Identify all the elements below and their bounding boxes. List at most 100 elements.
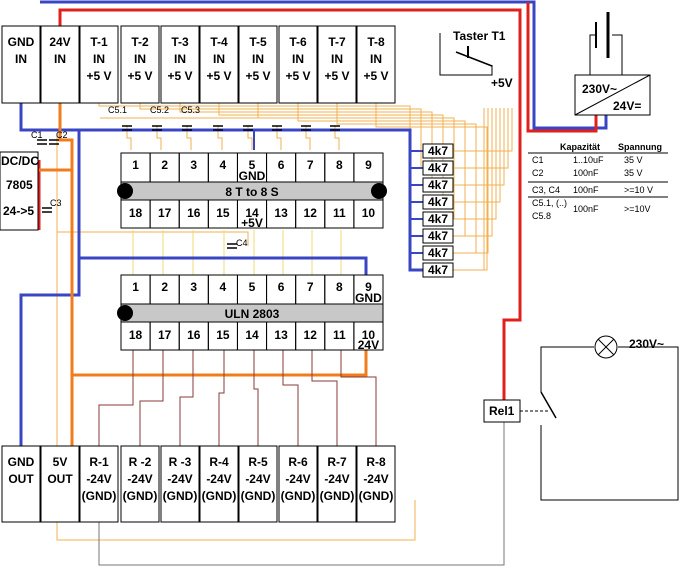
chip-pin-number: 12 — [304, 206, 318, 220]
terminal-label: (GND) — [359, 489, 394, 503]
terminal-label: (GND) — [82, 489, 117, 503]
terminal-label: +5 V — [245, 69, 270, 83]
terminal-label: T-8 — [367, 35, 385, 49]
terminal-label: +5 V — [206, 69, 231, 83]
terminal-label: R-5 — [248, 455, 268, 469]
chip-pin-number: 11 — [333, 328, 346, 342]
resistor-value: 4k7 — [428, 178, 448, 192]
output-wire — [282, 330, 299, 450]
output-wire — [311, 330, 338, 450]
terminal-label: -24V — [167, 472, 192, 486]
terminal-label: IN — [134, 52, 146, 66]
terminal-label: +5 V — [324, 69, 349, 83]
chip-pin-cell — [353, 152, 384, 183]
terminal-label: (GND) — [241, 489, 276, 503]
output-wire — [218, 330, 225, 450]
gnd-bus-wire — [19, 258, 81, 450]
chip-pin-number: 5 — [249, 280, 256, 294]
chip-pin-number: 16 — [187, 206, 201, 220]
chip-name: ULN 2803 — [225, 307, 280, 321]
psu-out-label: 24V= — [613, 99, 641, 113]
terminal-label: 5V — [53, 455, 68, 469]
terminal-label: T-5 — [249, 35, 267, 49]
terminal-label: R-4 — [209, 455, 229, 469]
resistor — [422, 160, 454, 176]
chip-pin-number: 3 — [190, 280, 197, 294]
chip-pin-number: 17 — [158, 328, 172, 342]
terminal-block — [40, 25, 80, 104]
terminal-label: T-7 — [328, 35, 346, 49]
resistor-pullup-wire — [451, 108, 505, 186]
resistor-value: 4k7 — [428, 144, 448, 158]
supply-5v-wire — [58, 103, 74, 230]
terminal-label: IN — [370, 52, 382, 66]
terminal-label: T-2 — [131, 35, 149, 49]
terminal-block — [120, 445, 160, 523]
terminal-label: (GND) — [163, 489, 198, 503]
terminal-block — [1, 445, 41, 523]
terminal-label: -24V — [245, 472, 270, 486]
terminal-block — [160, 445, 200, 523]
chip-pin-number: 14 — [245, 206, 259, 220]
mains-wire — [589, 34, 596, 75]
terminal-label: R-6 — [288, 455, 308, 469]
wires-layer — [19, 0, 679, 566]
output-wire — [98, 330, 134, 450]
chip-pin-sublabel: 24V — [358, 338, 379, 352]
lamp-voltage-label: 230V~ — [629, 337, 664, 351]
cap-table-row-kap: 100nF — [573, 204, 599, 214]
chip-pin-number: 16 — [187, 328, 201, 342]
terminal-block — [199, 445, 239, 523]
terminal-block — [120, 25, 160, 104]
dcdc-ratio: 24->5 — [3, 204, 34, 218]
terminal-label: +5 V — [363, 69, 388, 83]
terminal-label: (GND) — [281, 489, 316, 503]
terminal-label: OUT — [8, 472, 34, 486]
terminal-label: T-6 — [289, 35, 307, 49]
plus5v-label: +5V — [491, 76, 513, 90]
terminal-label: IN — [252, 52, 264, 66]
resistor — [422, 194, 454, 210]
dcdc-module — [0, 151, 39, 231]
resistor — [422, 245, 454, 261]
cap-table-row-name: C5.1, (..) — [532, 198, 567, 208]
chip-pin-sublabel: GND — [239, 169, 266, 183]
terminal-label: IN — [174, 52, 186, 66]
cap-c1-label: C1 — [31, 130, 43, 140]
terminal-label: -24V — [324, 472, 349, 486]
terminal-block — [278, 445, 318, 523]
chip-pin-number: 1 — [132, 158, 139, 172]
terminal-label: +5 V — [86, 69, 111, 83]
terminal-label: R-8 — [366, 455, 386, 469]
chip-pin-number: 15 — [216, 328, 230, 342]
taster-wire — [439, 33, 493, 76]
resistor — [422, 143, 454, 159]
terminal-block — [160, 25, 200, 104]
resistor — [422, 177, 454, 193]
psu-divider — [574, 74, 651, 116]
cap-table-row-sp: 35 V — [624, 155, 643, 165]
terminal-label: GND — [8, 35, 35, 49]
supply-24v-wire — [58, 8, 522, 400]
chip-pin-number: 12 — [304, 328, 318, 342]
terminal-label: GND — [8, 455, 35, 469]
terminal-label: +5 V — [127, 69, 152, 83]
chip-pin-number: 9 — [365, 158, 372, 172]
terminal-block — [317, 445, 357, 523]
terminal-label: IN — [292, 52, 304, 66]
chip-pin-number: 17 — [158, 206, 172, 220]
terminal-label: R -2 — [129, 455, 152, 469]
chip-pin-number: 7 — [307, 280, 314, 294]
resistor-pullup-wire — [451, 108, 497, 220]
cap-table-row-sp: >=10V — [624, 204, 651, 214]
terminal-label: +5 V — [285, 69, 310, 83]
chip-pin-number: 8 — [336, 158, 343, 172]
cap-c51-label: C5.1 — [108, 105, 127, 115]
terminal-label: R-1 — [89, 455, 109, 469]
terminal-block — [40, 445, 80, 523]
resistor-pullup-wire — [451, 108, 489, 254]
terminal-label: R-7 — [327, 455, 347, 469]
resistor-pullup-wire — [451, 108, 485, 271]
terminal-label: T-3 — [171, 35, 189, 49]
